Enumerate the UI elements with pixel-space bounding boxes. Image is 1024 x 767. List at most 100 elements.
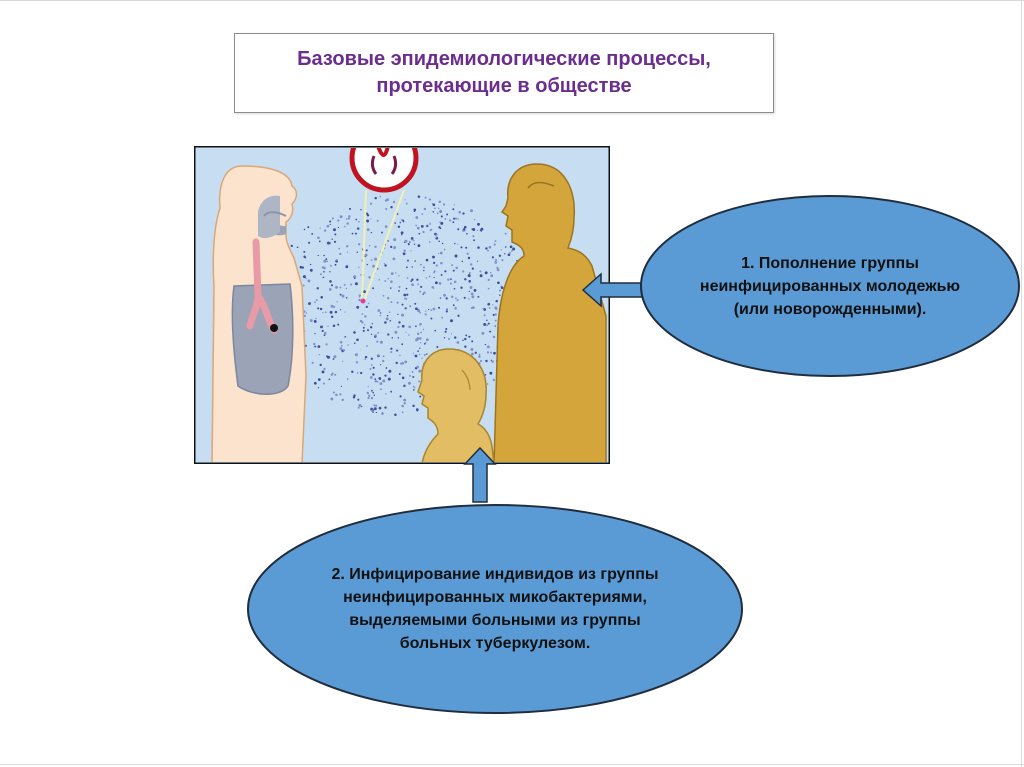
- aerosol-particle: [465, 334, 468, 337]
- aerosol-particle: [317, 387, 320, 389]
- aerosol-particle: [357, 406, 360, 409]
- aerosol-particle: [466, 252, 469, 255]
- aerosol-particle: [410, 250, 412, 252]
- aerosol-particle: [365, 305, 368, 309]
- aerosol-particle: [393, 238, 397, 242]
- aerosol-particle: [379, 382, 383, 385]
- aerosol-particle: [390, 301, 393, 304]
- aerosol-particle: [434, 329, 437, 332]
- aerosol-particle: [353, 331, 356, 334]
- aerosol-particle: [372, 373, 375, 376]
- aerosol-particle: [344, 335, 347, 338]
- aerosol-particle: [364, 355, 368, 359]
- aerosol-particle: [445, 297, 448, 300]
- aerosol-particle: [417, 283, 420, 286]
- aerosol-particle: [379, 312, 382, 314]
- aerosol-particle: [401, 411, 404, 414]
- aerosol-particle: [500, 249, 502, 251]
- aerosol-particle: [339, 286, 342, 289]
- aerosol-particle: [373, 407, 377, 411]
- aerosol-particle: [328, 378, 331, 381]
- aerosol-particle: [290, 244, 293, 248]
- aerosol-particle: [326, 241, 330, 245]
- aerosol-particle: [462, 212, 465, 215]
- aerosol-particle: [446, 213, 449, 216]
- aerosol-particle: [387, 333, 390, 336]
- aerosol-particle: [418, 353, 421, 356]
- aerosol-particle: [351, 370, 354, 374]
- aerosol-particle: [376, 380, 379, 383]
- aerosol-particle: [339, 309, 342, 311]
- aerosol-particle: [450, 333, 453, 335]
- aerosol-particle: [432, 255, 435, 259]
- aerosol-particle: [440, 215, 443, 218]
- aerosol-particle: [299, 265, 303, 269]
- aerosol-particle: [356, 251, 359, 253]
- aerosol-particle: [469, 286, 473, 289]
- aerosol-particle: [457, 314, 460, 317]
- aerosol-particle: [385, 367, 388, 369]
- aerosol-particle: [435, 264, 438, 267]
- aerosol-particle: [384, 264, 387, 267]
- aerosol-particle: [394, 330, 398, 334]
- aerosol-particle: [319, 363, 322, 367]
- aerosol-particle: [471, 267, 474, 270]
- aerosol-particle: [323, 259, 327, 263]
- aerosol-particle: [434, 207, 436, 210]
- aerosol-particle: [334, 233, 337, 236]
- aerosol-particle: [369, 376, 373, 379]
- aerosol-particle: [388, 311, 391, 313]
- aerosol-particle: [353, 394, 356, 397]
- aerosol-particle: [456, 341, 460, 344]
- aerosol-particle: [302, 284, 305, 287]
- aerosol-particle: [344, 311, 346, 313]
- aerosol-particle: [440, 273, 443, 276]
- aerosol-particle: [313, 342, 316, 346]
- aerosol-particle: [467, 256, 471, 260]
- aerosol-particle: [340, 345, 343, 347]
- aerosol-particle: [390, 347, 393, 350]
- aerosol-particle: [372, 391, 375, 394]
- aerosol-particle: [385, 317, 389, 321]
- aerosol-particle: [463, 225, 467, 229]
- aerosol-particle: [489, 307, 491, 309]
- aerosol-particle: [484, 271, 488, 275]
- aerosol-particle: [417, 350, 419, 353]
- aerosol-particle: [324, 311, 327, 314]
- aerosol-particle: [314, 345, 317, 348]
- aerosol-particle: [377, 309, 381, 312]
- aerosol-particle: [336, 301, 338, 303]
- aerosol-particle: [396, 301, 399, 304]
- aerosol-particle: [375, 404, 378, 407]
- aerosol-particle: [309, 268, 313, 272]
- aerosol-particle: [332, 305, 336, 308]
- aerosol-particle: [435, 236, 437, 239]
- aerosol-particle: [491, 256, 495, 259]
- aerosol-particle: [493, 243, 496, 246]
- aerosol-particle: [420, 285, 423, 288]
- aerosol-particle: [337, 323, 340, 326]
- aerosol-particle: [485, 359, 488, 363]
- process-2-line-4: больных туберкулезом.: [399, 635, 591, 652]
- aerosol-particle: [323, 270, 325, 273]
- aerosol-particle: [347, 344, 349, 346]
- aerosol-particle: [470, 292, 474, 296]
- aerosol-particle: [317, 307, 320, 310]
- aerosol-particle: [504, 253, 506, 255]
- aerosol-particle: [407, 381, 411, 385]
- aerosol-particle: [364, 358, 366, 360]
- aerosol-particle: [465, 246, 468, 249]
- aerosol-particle: [320, 325, 323, 329]
- aerosol-particle: [477, 295, 480, 298]
- aerosol-particle: [398, 290, 400, 292]
- aerosol-particle: [309, 263, 312, 266]
- aerosol-particle: [443, 293, 446, 297]
- aerosol-particle: [452, 304, 455, 307]
- aerosol-particle: [377, 331, 380, 334]
- aerosol-particle: [357, 243, 361, 246]
- aerosol-particle: [366, 329, 370, 332]
- process-1-line-2: неинфицированных молодежью: [699, 277, 961, 295]
- aerosol-particle: [448, 338, 450, 340]
- aerosol-particle: [427, 308, 430, 311]
- aerosol-particle: [477, 246, 480, 249]
